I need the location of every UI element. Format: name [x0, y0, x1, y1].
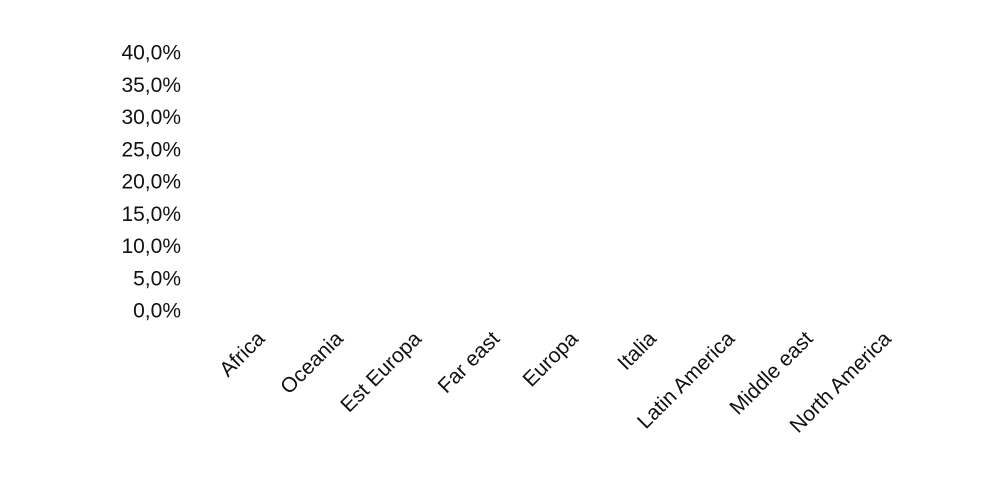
x-tick-label: Est Europa	[336, 327, 426, 417]
y-tick-label: 5,0%	[133, 267, 181, 290]
x-tick-label: Italia	[613, 327, 661, 375]
y-tick-label: 25,0%	[121, 138, 181, 161]
x-tick-label: Far east	[434, 327, 505, 398]
x-tick-label: Europa	[519, 327, 583, 391]
y-tick-label: 30,0%	[121, 106, 181, 129]
y-axis: 0,0% 5,0% 10,0% 15,0% 20,0% 25,0% 30,0% 35,0% 40…	[121, 42, 181, 323]
x-tick-label: Oceania	[276, 327, 348, 399]
y-tick-label: 35,0%	[121, 74, 181, 97]
y-tick-label: 20,0%	[121, 171, 181, 194]
y-tick-label: 10,0%	[121, 235, 181, 258]
x-tick-label: Africa	[215, 327, 269, 381]
y-tick-label: 15,0%	[121, 203, 181, 226]
y-tick-label: 0,0%	[133, 300, 181, 323]
y-tick-label: 40,0%	[121, 42, 181, 65]
